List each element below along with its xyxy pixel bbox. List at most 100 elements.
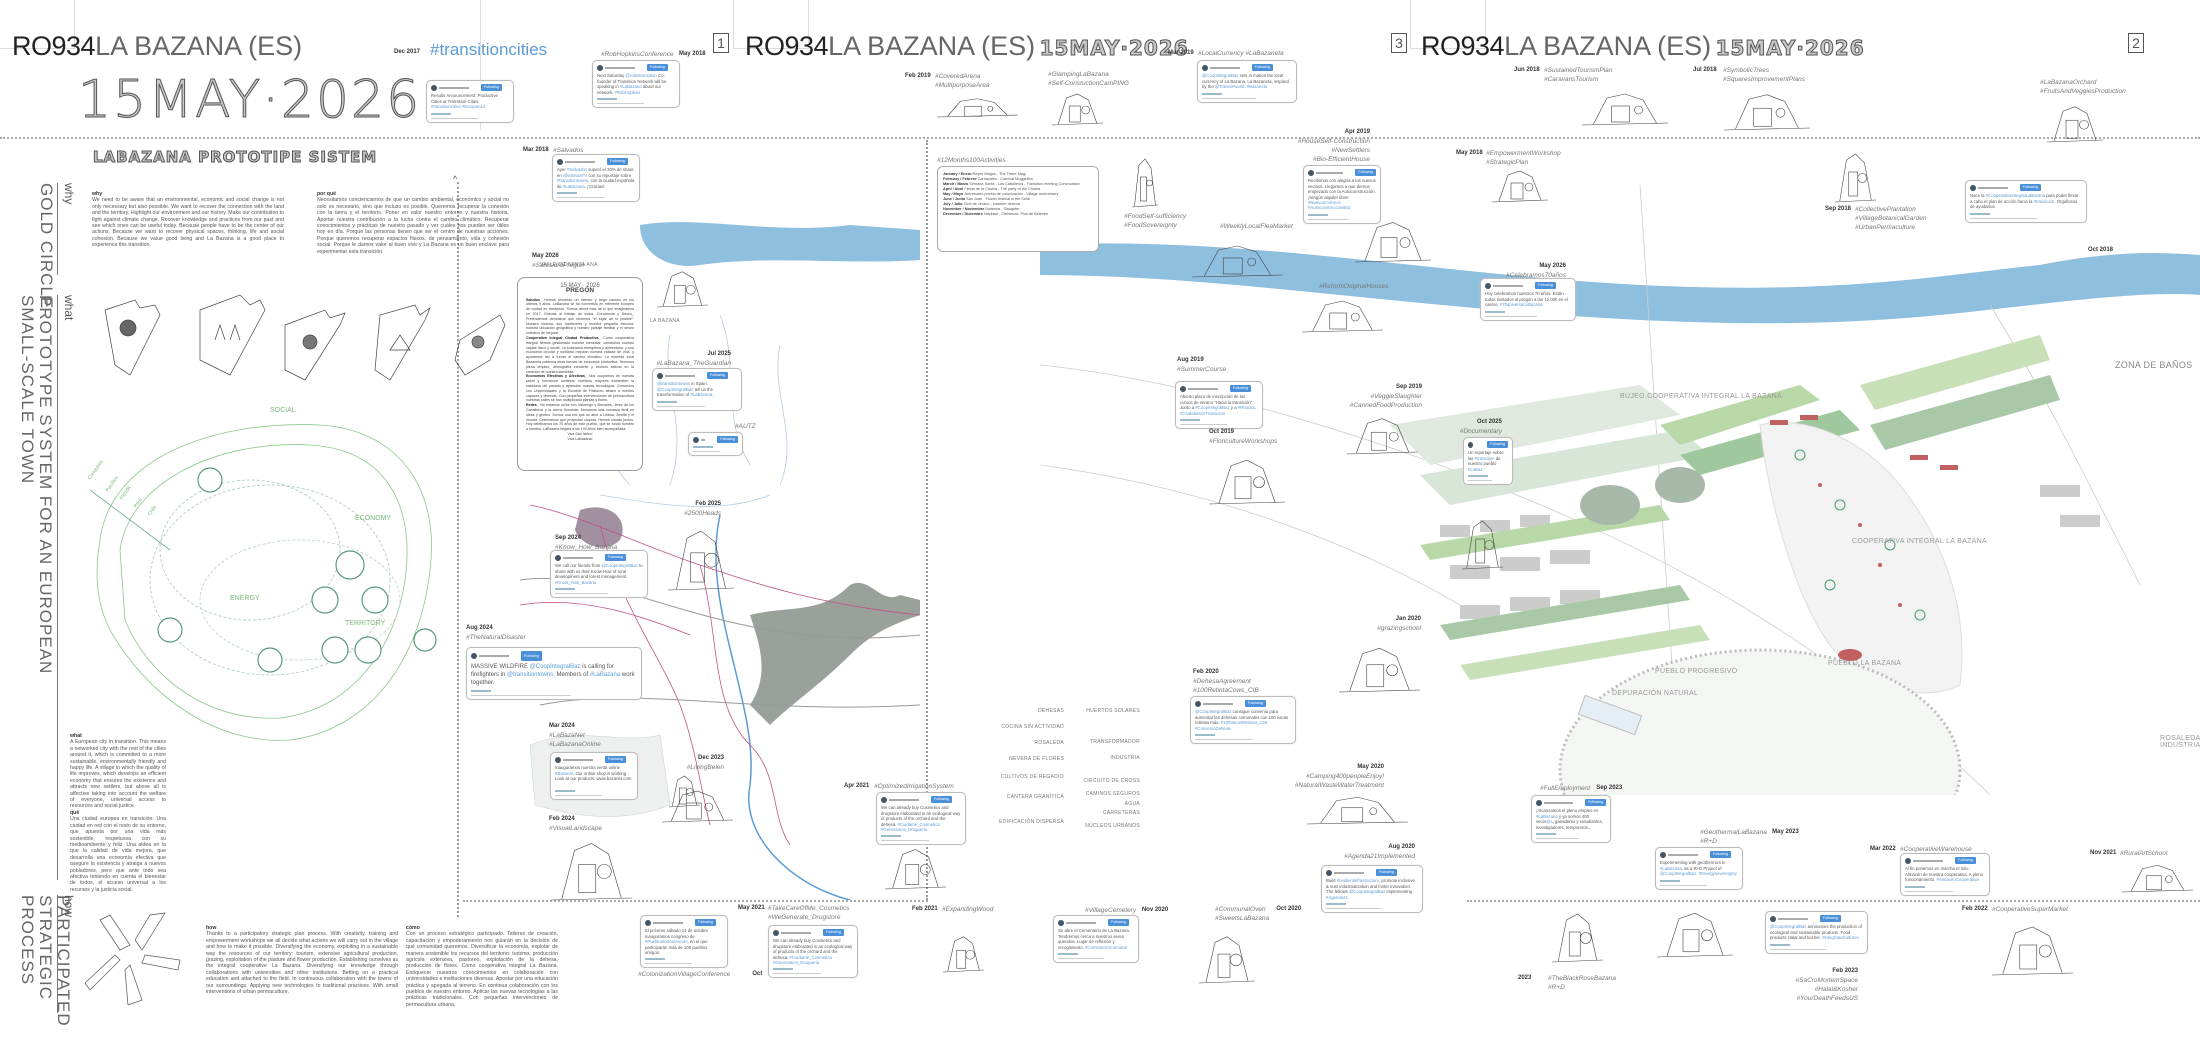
follow-button[interactable]: Following (1252, 64, 1273, 72)
hashtag[interactable]: #CollectivePlantation (1855, 206, 1916, 213)
follow-button[interactable]: Following (707, 372, 728, 380)
follow-button[interactable]: Following (695, 919, 716, 927)
tweet-link[interactable]: #Bazanet. (555, 770, 575, 776)
hashtag[interactable]: #FloricultureWorkshops (1209, 438, 1278, 445)
tweet-link[interactable]: #AutoconstrucciónBaz (1308, 205, 1351, 211)
tweet-link[interactable]: #NuevosColonos (1308, 200, 1341, 206)
tweet-link[interactable]: #integratedcultures (1822, 935, 1859, 941)
tweet-link[interactable]: #ConvenioDehesa (1195, 725, 1231, 731)
tweet-link[interactable]: @laSextaTV (562, 172, 588, 178)
hashtag[interactable]: #SquaresImprovementPlans (1723, 76, 1806, 83)
hashtag[interactable]: #Bio-EfficientHouse (1312, 156, 1370, 163)
follow-button[interactable]: Following (1710, 851, 1731, 859)
tweet-link[interactable]: @CoopIntegralBaz (1195, 709, 1232, 715)
tweet-link[interactable]: #AlmacenCooperativa (1936, 877, 1979, 883)
hashtag[interactable]: #UrbanPermaculture (1855, 224, 1915, 231)
follow-button[interactable]: Following (823, 929, 844, 937)
hashtag[interactable]: #RuralArtSchool (2120, 850, 2168, 857)
tweet-link[interactable]: #Rhousu. (1237, 405, 1257, 411)
hashtag[interactable]: #HouseSelf-Construction (1297, 138, 1370, 145)
follow-button[interactable]: Following (1355, 169, 1376, 177)
follow-button[interactable]: Following (717, 436, 738, 444)
hashtag[interactable]: #LaBazanaOnline (549, 741, 601, 748)
tweet-link[interactable]: @s (1546, 819, 1553, 825)
follow-button[interactable]: Following (1820, 915, 1841, 923)
tweet-link[interactable]: @transitiontowns. (507, 672, 555, 678)
hashtag[interactable]: #FoodSovereignty (1124, 222, 1177, 229)
hashtag[interactable]: #SanIsidroPregon (532, 262, 585, 269)
hashtag[interactable]: #SummerCourse (1177, 366, 1227, 373)
tweet-card[interactable]: Following@transitiontowns in Spain. @Coo… (652, 368, 742, 411)
hashtag[interactable]: #OptimizedIrrigationSystem (874, 783, 954, 790)
tweet-link[interactable]: @CoopIntegralBaz (1202, 73, 1239, 79)
follow-button[interactable]: Following (607, 158, 628, 166)
follow-button[interactable]: Following (605, 554, 626, 562)
hashtag[interactable]: #Celebramos70años (1506, 272, 1566, 279)
follow-button[interactable]: Following (481, 84, 502, 92)
hashtag[interactable]: #transitioncities (430, 40, 548, 59)
hashtag[interactable]: #RobHopkinsConference (601, 51, 674, 58)
hashtag[interactable]: #VillageCemetery (1085, 907, 1137, 914)
tweet-link[interactable]: @transitiontowns (657, 381, 691, 387)
tweet-link[interactable]: @CoopIntegralBaz (529, 664, 581, 670)
hashtag[interactable]: #SweetsLaBazana (1215, 915, 1270, 922)
tweet-link[interactable]: #RobHopkins (614, 89, 641, 95)
hashtag[interactable]: #ColonizationVillageConference (638, 971, 731, 978)
tweet-link[interactable]: #Cuidame_Cosmetica (897, 821, 940, 827)
follow-button[interactable]: Following (647, 64, 668, 72)
tweet-link[interactable]: @CoopIntegralBaz (1348, 889, 1386, 895)
hashtag[interactable]: #CannedFoodProduction (1349, 402, 1422, 409)
tweet-card[interactable]: Following¡Alcanzamos el pleno empleo en … (1531, 795, 1611, 844)
tweet-link[interactable]: #Europan14 (461, 104, 486, 110)
follow-button[interactable]: Following (1376, 869, 1397, 877)
hashtag[interactable]: #Documentary (1459, 428, 1502, 435)
tweet-link[interactable]: @robintransition (625, 73, 657, 79)
follow-button[interactable]: Following (1487, 441, 1508, 449)
follow-button[interactable]: Following (931, 796, 952, 804)
tweet-link[interactable]: #LaBazana. (690, 392, 714, 398)
hashtag[interactable]: #GlampingLaBazana (1048, 71, 1109, 78)
tweet-link[interactable]: #Generamos_Drogueria (773, 960, 820, 966)
tweet-link[interactable]: #LaBazana (589, 672, 621, 678)
tweet-link[interactable]: #70aniversarioBazana (1499, 302, 1543, 308)
hashtag[interactable]: #VisualLandscape (549, 825, 603, 832)
hashtag[interactable]: #ReformOriginalHouses (1319, 283, 1389, 290)
hashtag[interactable]: #VeggieSlaughter (1370, 393, 1422, 400)
hashtag[interactable]: #LaBazana_TheGuardian (656, 360, 731, 367)
tweet-link[interactable]: @CoopIntegralBaz. (1660, 871, 1698, 877)
tweet-link[interactable]: #LaBaz (1468, 466, 1483, 472)
tweet-link[interactable]: #Generamos_Drogueria (881, 827, 928, 833)
hashtag[interactable]: #NewSettlers (1331, 147, 1370, 154)
tweet-link[interactable]: #LaBazana. (562, 183, 586, 189)
tweet-link[interactable]: #CementerioComunal (1085, 944, 1127, 950)
hashtag[interactable]: #LocalCurrency #LaBazaneta (1198, 50, 1284, 57)
tweet-link[interactable]: #CiudadesenTransicion (1180, 410, 1225, 416)
hashtag[interactable]: #100RetintaCows_CIB (1193, 687, 1259, 694)
tweet-link[interactable]: @TotnesPound. (1214, 84, 1246, 90)
tweet-link[interactable]: #LaBazana (1536, 813, 1558, 819)
hashtag[interactable]: #Agenda21Implemented (1344, 853, 1415, 860)
hashtag[interactable]: #Camping400peopleEnjoy! (1305, 773, 1384, 780)
tweet-link[interactable]: #transition (1474, 455, 1495, 461)
hashtag[interactable]: #NaturalWasteWaterTreatment (1294, 782, 1384, 789)
hashtag[interactable]: #FoodSelf-sufficiency (1124, 213, 1187, 220)
tweet-link[interactable]: #LaBazana (619, 84, 642, 90)
follow-button[interactable]: Following (605, 756, 626, 764)
tweet-link[interactable]: #CoopIntegralBaz (1195, 405, 1230, 411)
tweet-link[interactable]: #Energysovereignty (1698, 871, 1737, 877)
hashtag[interactable]: #CooperativeWarehouse (1900, 846, 1972, 853)
hashtag[interactable]: #FullEmployment (1540, 785, 1591, 792)
tweet-card[interactable]: Following@CoopIntegralBaz sets in motion… (1197, 60, 1297, 103)
follow-button[interactable]: Following (521, 651, 542, 661)
tweet-card[interactable]: Following (688, 432, 743, 457)
follow-button[interactable]: Following (1245, 700, 1266, 708)
hashtag[interactable]: #TheBlackRoseBazana (1548, 975, 1616, 982)
